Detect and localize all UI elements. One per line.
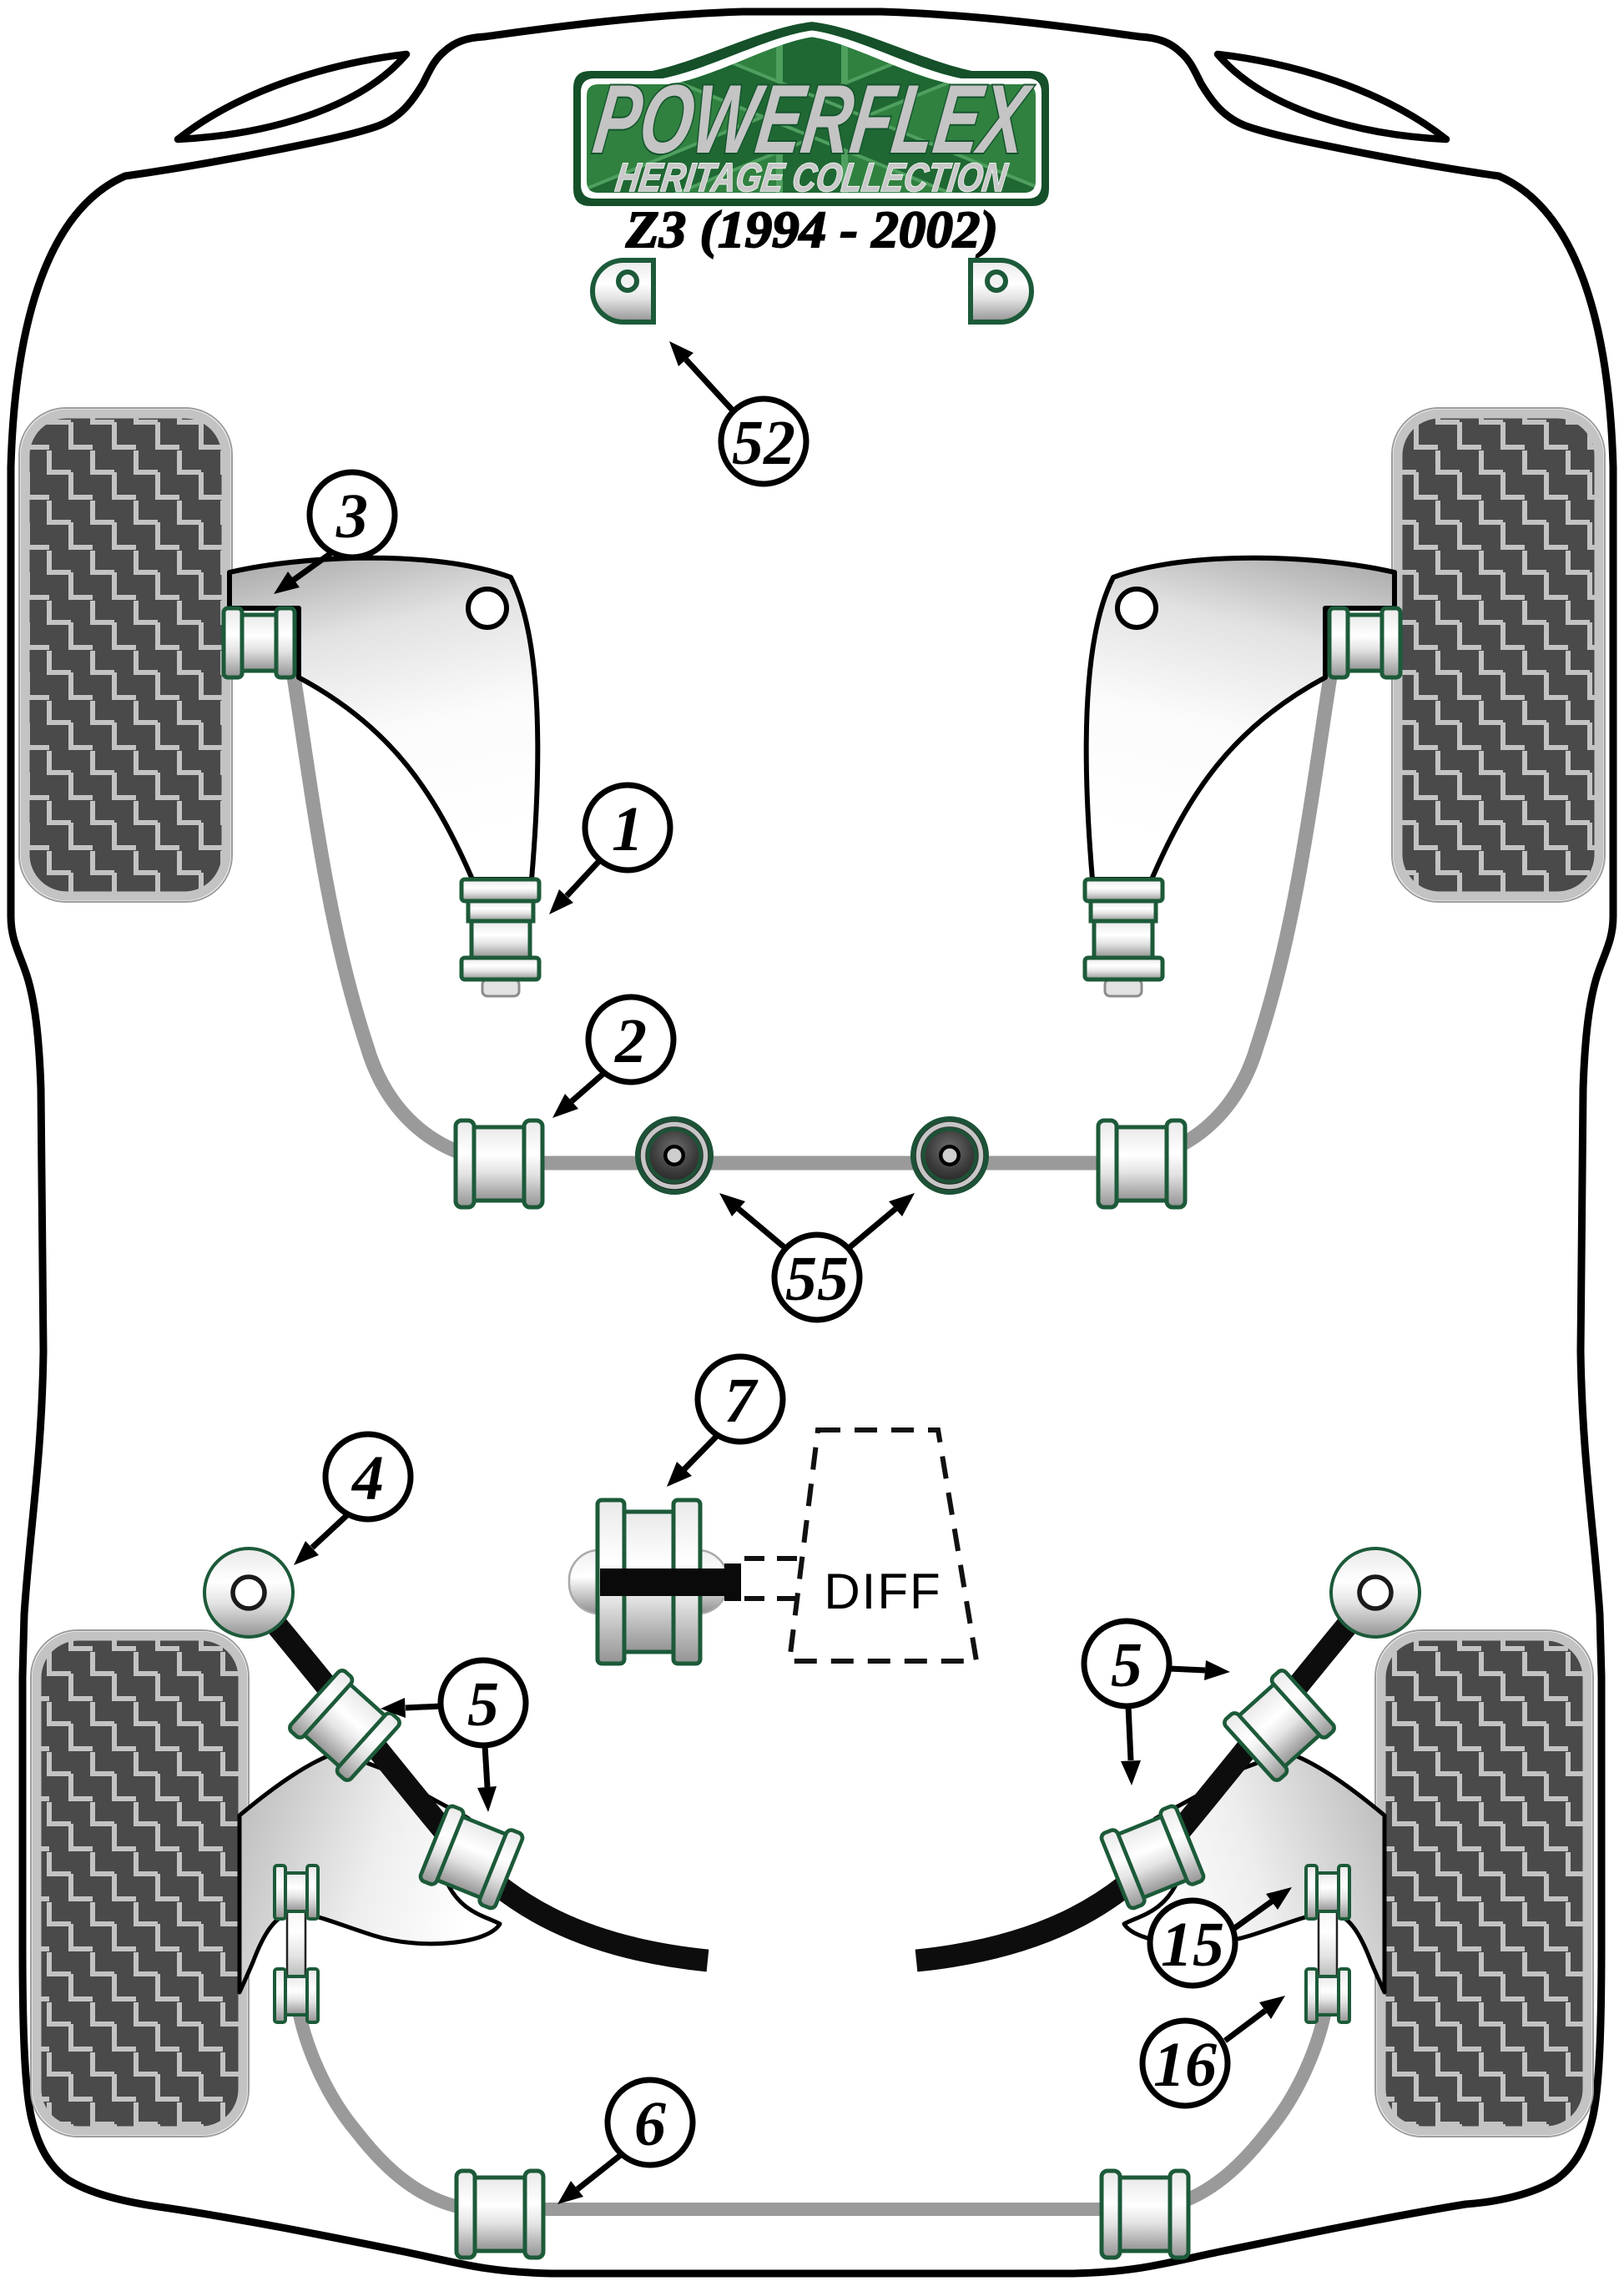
svg-text:HERITAGE COLLECTION: HERITAGE COLLECTION [613,155,1011,200]
svg-text:5: 5 [1111,1630,1142,1700]
svg-text:7: 7 [724,1366,759,1436]
svg-text:15: 15 [1161,1910,1224,1980]
svg-text:52: 52 [732,408,795,478]
svg-text:4: 4 [351,1443,384,1513]
svg-text:5: 5 [467,1669,499,1740]
svg-text:2: 2 [614,1006,647,1076]
svg-text:1: 1 [612,794,643,864]
svg-text:16: 16 [1153,2030,1217,2100]
svg-text:POWERFLEX: POWERFLEX [588,65,1038,174]
svg-text:3: 3 [335,481,368,551]
svg-text:55: 55 [785,1244,849,1314]
svg-text:6: 6 [634,2089,666,2159]
svg-text:Z3 (1994 - 2002): Z3 (1994 - 2002) [625,202,998,259]
svg-text:DIFF: DIFF [824,1563,941,1619]
